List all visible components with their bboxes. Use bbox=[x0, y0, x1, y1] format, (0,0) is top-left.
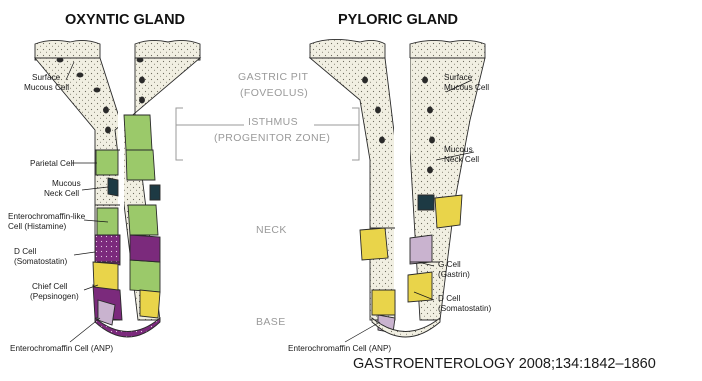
label-ecl-2: Cell (Histamine) bbox=[8, 222, 67, 231]
label-pyl-dcell-2: (Somatostatin) bbox=[438, 304, 492, 313]
label-mucous-neck-1: Mucous bbox=[52, 179, 81, 188]
label-ecl-1: Enterochromaffin-like bbox=[8, 212, 86, 221]
label-pyl-mucous-1: Mucous bbox=[444, 145, 473, 154]
zone-neck: NECK bbox=[256, 224, 287, 236]
label-pyl-dcell-1: D Cell bbox=[438, 294, 460, 303]
citation: GASTROENTEROLOGY 2008;134:1842–1860 bbox=[353, 356, 656, 372]
label-gcell-1: G Cell bbox=[438, 260, 461, 269]
label-chief-2: (Pepsinogen) bbox=[30, 292, 79, 301]
label-ec-oxyntic: Enterochromaffin Cell (ANP) bbox=[10, 344, 113, 353]
label-dcell-2: (Somatostatin) bbox=[14, 257, 68, 266]
label-gcell-2: (Gastrin) bbox=[438, 270, 470, 279]
label-chief-1: Chief Cell bbox=[32, 282, 68, 291]
label-pyl-surface-1: Surface bbox=[444, 73, 473, 82]
label-parietal: Parietal Cell bbox=[30, 159, 74, 168]
zone-base: BASE bbox=[256, 316, 286, 328]
label-ec-pyloric: Enterochromaffin Cell (ANP) bbox=[288, 344, 391, 353]
label-dcell-1: D Cell bbox=[14, 247, 36, 256]
label-mucous-neck-2: Neck Cell bbox=[44, 189, 79, 198]
label-surface-mucous-1: Surface bbox=[32, 73, 61, 82]
zone-gastric-pit: GASTRIC PIT bbox=[238, 71, 309, 83]
zone-foveolus: (FOVEOLUS) bbox=[240, 87, 308, 99]
label-surface-mucous-2: Mucous Cell bbox=[24, 83, 69, 92]
pyloric-title: PYLORIC GLAND bbox=[338, 12, 458, 28]
zone-isthmus: ISTHMUS bbox=[248, 116, 298, 128]
zone-progenitor: (PROGENITOR ZONE) bbox=[214, 132, 330, 144]
label-pyl-mucous-2: Neck Cell bbox=[444, 155, 479, 164]
oxyntic-title: OXYNTIC GLAND bbox=[65, 12, 185, 28]
label-pyl-surface-2: Mucous Cell bbox=[444, 83, 489, 92]
